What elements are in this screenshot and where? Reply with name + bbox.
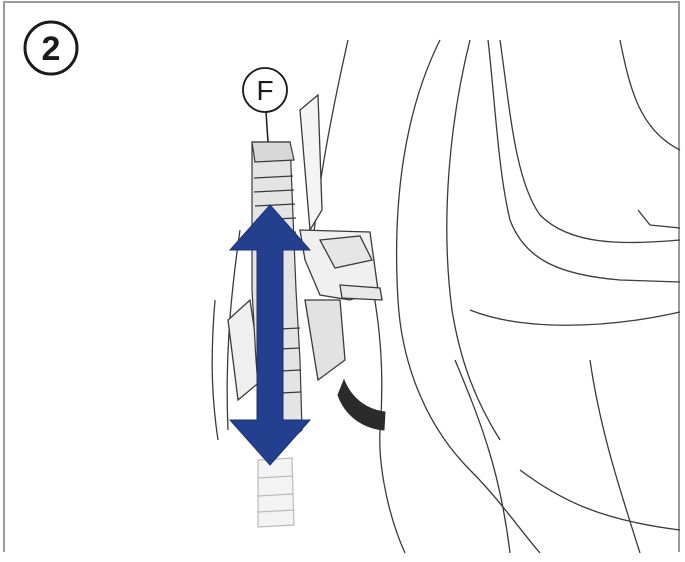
- body-line-3: [447, 40, 500, 440]
- wiring-harness: [338, 380, 385, 430]
- body-line-14: [212, 300, 218, 440]
- ghost-lever-body: [258, 458, 294, 527]
- callout-label: F: [256, 75, 273, 106]
- housing-clip: [340, 285, 382, 300]
- upper-bracket: [300, 95, 322, 230]
- callout-f: F: [243, 68, 287, 142]
- lever-lower-position-ghost: [258, 458, 294, 527]
- body-line-4: [488, 40, 680, 282]
- body-line-9: [455, 360, 510, 553]
- body-line-2: [397, 40, 540, 553]
- body-line-10: [590, 360, 640, 553]
- lever-cap: [252, 142, 294, 162]
- body-line-11: [520, 470, 680, 530]
- body-line-7: [638, 210, 680, 228]
- body-line-5: [500, 40, 680, 242]
- body-line-8: [470, 310, 680, 325]
- step-badge: 2: [25, 22, 77, 74]
- callout-leader-line: [266, 112, 268, 142]
- step-number: 2: [42, 30, 61, 68]
- column-shaft-cover: [305, 300, 345, 380]
- body-line-6: [620, 40, 680, 150]
